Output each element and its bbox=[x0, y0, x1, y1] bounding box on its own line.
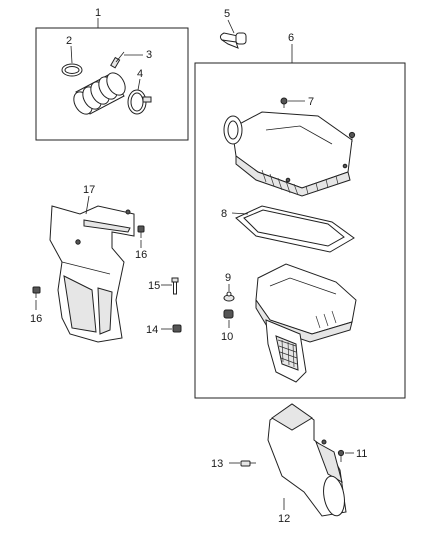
callout-13: 13 bbox=[211, 458, 223, 470]
push-pin-part-16-left bbox=[32, 286, 41, 298]
screw-part-7 bbox=[280, 97, 288, 108]
group-6-frame bbox=[194, 62, 406, 399]
callout-16-right: 16 bbox=[135, 249, 147, 261]
callout-14: 14 bbox=[146, 324, 158, 336]
callout-11: 11 bbox=[356, 448, 367, 460]
air-cleaner-housing bbox=[255, 263, 357, 383]
callout-7: 7 bbox=[308, 96, 314, 108]
callout-17: 17 bbox=[83, 184, 95, 196]
callout-16-left: 16 bbox=[30, 313, 42, 325]
air-box-shield-part-17 bbox=[49, 205, 135, 343]
clamp-part-4 bbox=[127, 89, 152, 115]
clamp-part-2 bbox=[61, 63, 83, 77]
sensor-part-3 bbox=[110, 51, 125, 69]
grommet-part-9 bbox=[223, 291, 235, 302]
callout-5: 5 bbox=[224, 8, 230, 20]
callout-3: 3 bbox=[146, 49, 152, 61]
lid-screw-right bbox=[348, 131, 356, 142]
hose-part-5 bbox=[219, 32, 247, 49]
callout-8: 8 bbox=[221, 208, 227, 220]
callout-6: 6 bbox=[288, 32, 294, 44]
callout-10: 10 bbox=[221, 331, 233, 343]
callout-12: 12 bbox=[278, 513, 290, 525]
sensor-part-13 bbox=[240, 460, 256, 467]
callout-4: 4 bbox=[137, 68, 143, 80]
intake-duct-bellows bbox=[73, 72, 126, 115]
nut-part-14 bbox=[172, 324, 182, 333]
screw-part-11 bbox=[337, 449, 345, 462]
bolt-part-15 bbox=[171, 277, 179, 295]
push-pin-part-16-right bbox=[137, 225, 145, 238]
inlet-duct-part-12 bbox=[267, 403, 347, 517]
callout-9: 9 bbox=[225, 272, 231, 284]
callout-1: 1 bbox=[95, 7, 101, 19]
air-filter-element-part-8 bbox=[235, 205, 355, 253]
group-1-frame bbox=[35, 27, 189, 141]
air-cleaner-lid bbox=[223, 111, 353, 197]
nut-part-10 bbox=[223, 309, 234, 319]
callout-2: 2 bbox=[66, 35, 72, 47]
callout-15: 15 bbox=[148, 280, 160, 292]
